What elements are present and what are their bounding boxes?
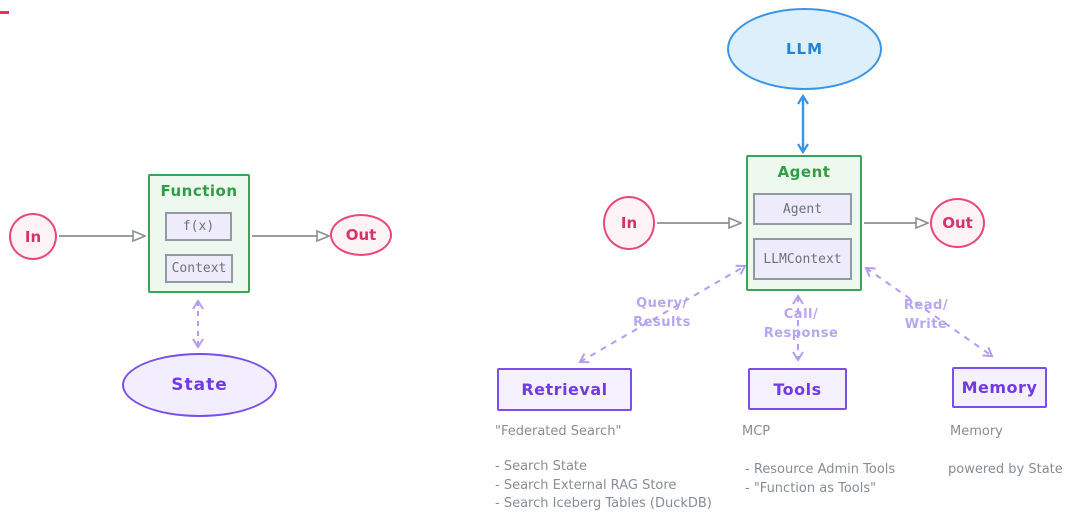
edge-label-line: Read/ [903, 298, 949, 313]
note-line: - Search External RAG Store [495, 477, 677, 493]
state-label: State [171, 375, 228, 395]
edge-label-line: Results [633, 315, 691, 330]
retrieval-notes-list: - Search State - Search External RAG Sto… [495, 458, 712, 514]
agent-subnode-label: Agent [782, 201, 823, 217]
llm-node: LLM [727, 8, 882, 90]
function-fx-label: f(x) [182, 219, 215, 234]
tools-notes-list: - Resource Admin Tools - "Function as To… [745, 461, 895, 498]
note-line: - Resource Admin Tools [745, 462, 896, 477]
llm-label: LLM [785, 40, 824, 58]
edge-label-call-response: Call/ Response [761, 305, 841, 343]
note-line: - Search Iceberg Tables (DuckDB) [495, 496, 712, 511]
note-line: powered by State [948, 462, 1063, 477]
tools-notes-heading: MCP [742, 424, 771, 439]
function-context-label: Context [171, 261, 227, 276]
right-out-node: Out [930, 198, 985, 248]
left-out-label: Out [345, 226, 377, 244]
agent-node-title: Agent [777, 163, 831, 181]
left-out-node: Out [330, 214, 392, 256]
edge-label-line: Write [904, 317, 948, 332]
retrieval-node: Retrieval [497, 368, 632, 411]
function-context-subnode: Context [165, 254, 233, 283]
tools-label: Tools [773, 379, 822, 399]
tools-node: Tools [748, 368, 847, 410]
memory-notes-heading: Memory [950, 424, 1003, 439]
left-in-node: In [9, 213, 57, 260]
edge-label-line: Call/ [783, 307, 819, 322]
function-fx-subnode: f(x) [165, 212, 232, 241]
memory-notes-list: powered by State [948, 461, 1063, 480]
agent-llmcontext-subnode: LLMContext [753, 238, 852, 280]
right-in-node: In [603, 196, 655, 250]
memory-node: Memory [952, 367, 1047, 408]
memory-label: Memory [961, 378, 1038, 397]
cropped-shape-fragment [0, 11, 9, 14]
llmcontext-subnode-label: LLMContext [763, 251, 842, 267]
retrieval-notes-heading: "Federated Search" [495, 424, 622, 439]
right-in-label: In [620, 214, 638, 232]
note-line: - "Function as Tools" [745, 480, 877, 496]
retrieval-label: Retrieval [521, 380, 608, 399]
edge-label-line: Query/ [636, 296, 688, 311]
agent-agent-subnode: Agent [753, 193, 852, 225]
right-out-label: Out [942, 214, 973, 232]
edge-label-read-write: Read/ Write [886, 296, 966, 334]
edge-label-query-results: Query/ Results [622, 294, 702, 332]
note-line: - Search State [495, 459, 588, 474]
state-node: State [122, 353, 277, 417]
function-node-title: Function [160, 182, 238, 200]
edge-label-line: Response [763, 326, 839, 341]
left-in-label: In [24, 227, 42, 246]
